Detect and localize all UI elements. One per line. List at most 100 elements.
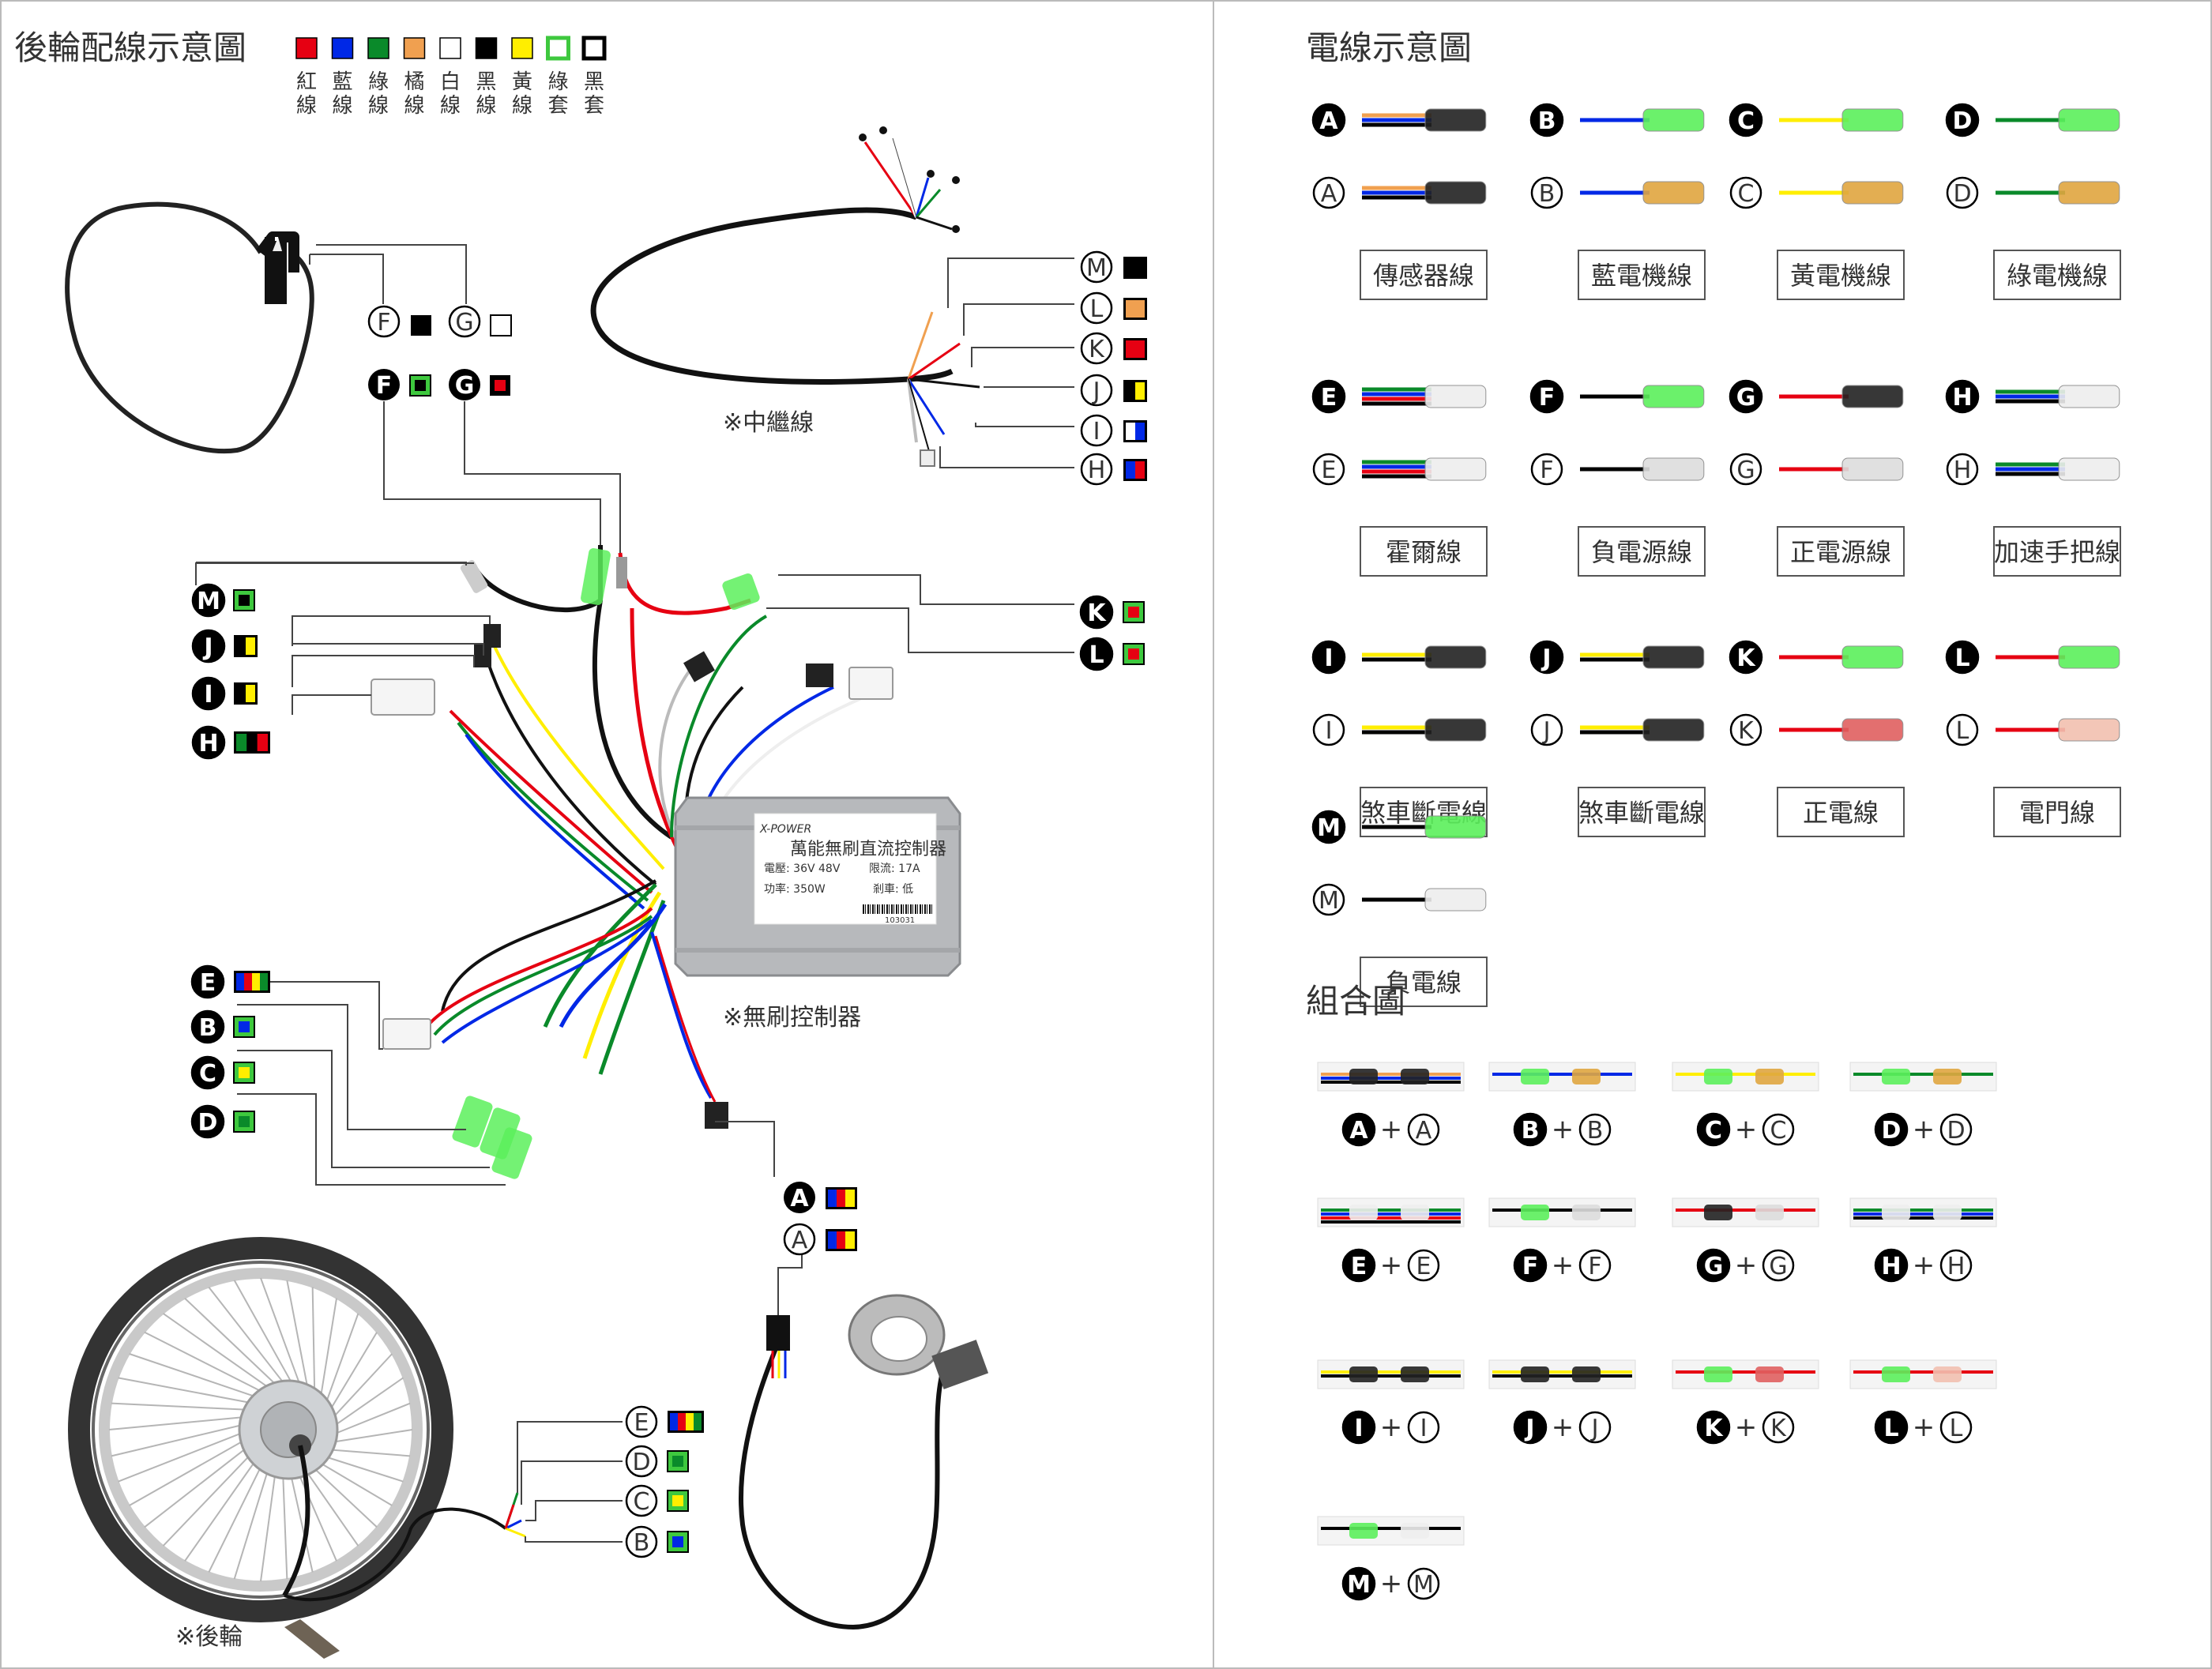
plus-sign: + xyxy=(1735,1114,1758,1145)
plus-sign: + xyxy=(1552,1114,1574,1145)
combo-item: C+C xyxy=(1672,1062,1819,1147)
wire-name-box: 加速手把線 xyxy=(1993,526,2121,577)
legend-label-top: 橘 xyxy=(404,70,424,94)
color-swatch xyxy=(1123,380,1147,402)
letter-D: D xyxy=(1953,107,1973,135)
combo-photo xyxy=(1488,1062,1636,1092)
letter-badge-L-filled: L xyxy=(1945,640,1980,675)
spoke xyxy=(111,1402,250,1411)
letter-I: I xyxy=(204,681,213,709)
letter-G: G xyxy=(1704,1253,1724,1280)
letter-H: H xyxy=(1088,457,1106,484)
letter-K: K xyxy=(1770,1415,1787,1442)
wire-name-box: 電門線 xyxy=(1993,787,2121,837)
relay-cable-illustration xyxy=(590,126,980,467)
legend-label-top: 黃 xyxy=(512,70,532,94)
plus-sign: + xyxy=(1552,1250,1574,1281)
wire-name-box: 正電源線 xyxy=(1777,526,1905,577)
letter-L: L xyxy=(1883,1415,1898,1442)
letter-badge-I-filled: I xyxy=(1311,640,1346,675)
swatch-A-filled xyxy=(826,1187,857,1209)
letter-badge-J-filled: J xyxy=(1529,640,1564,675)
combo-item: M+M xyxy=(1317,1516,1465,1601)
spoke xyxy=(331,1402,411,1436)
plus-sign: + xyxy=(1380,1412,1403,1443)
combo-item: H+H xyxy=(1849,1197,1997,1283)
letter-badge-G-filled: G xyxy=(1729,379,1763,414)
letter-G: G xyxy=(1736,384,1756,412)
wire-name: 加速手把線 xyxy=(1994,537,2120,567)
letter-M: M xyxy=(1319,887,1339,915)
letter-badge-M-outline: M xyxy=(1312,883,1345,916)
wire-name-box: 煞車斷電線 xyxy=(1578,787,1706,837)
letter-F: F xyxy=(1522,1253,1539,1280)
letter-M: M xyxy=(1317,814,1341,842)
letter-D: D xyxy=(1947,1117,1965,1145)
letter-badge-J-outline: J xyxy=(1080,374,1113,407)
letter-F: F xyxy=(1539,384,1556,412)
spoke xyxy=(184,1458,258,1562)
letter-H: H xyxy=(198,730,218,757)
legend-label-bottom: 線 xyxy=(332,94,352,118)
letter-L: L xyxy=(1956,717,1969,745)
letter-E: E xyxy=(200,969,216,997)
wire-name: 傳感器線 xyxy=(1373,261,1474,291)
letter-badge-D-outline: D xyxy=(625,1445,658,1478)
wire-photo xyxy=(1362,108,1487,132)
letter-badge-I-outline: I xyxy=(1080,414,1113,447)
letter-B: B xyxy=(199,1014,217,1042)
controller-serial: 103031 xyxy=(885,916,915,925)
wire-photo xyxy=(1996,108,2120,132)
plus-sign: + xyxy=(1913,1412,1936,1443)
spoke xyxy=(129,1438,246,1506)
wheel-caption: ※後輪 xyxy=(175,1623,243,1651)
wire-photo xyxy=(1779,385,1904,408)
rear-wheel-illustration xyxy=(68,1237,526,1659)
letter-badge-B-outline: B xyxy=(1530,176,1563,209)
legend-swatch xyxy=(439,37,461,59)
wire-photo xyxy=(1580,181,1705,205)
letter-E: E xyxy=(1322,457,1337,484)
spoke xyxy=(233,1468,269,1580)
letter-badge-E-outline: E xyxy=(625,1405,658,1438)
letter-badge-A-outline: A xyxy=(1407,1113,1440,1146)
wire-photo xyxy=(1362,181,1487,205)
plus-sign: + xyxy=(1552,1412,1574,1443)
letter-E: E xyxy=(634,1409,649,1437)
combo-item: F+F xyxy=(1488,1197,1636,1283)
letter-badge-K-outline: K xyxy=(1762,1411,1795,1444)
letter-D: D xyxy=(632,1449,650,1476)
letter-badge-B-filled: B xyxy=(1513,1112,1548,1147)
combo-photo xyxy=(1672,1197,1819,1227)
letter-badge-I-outline: I xyxy=(1407,1411,1440,1444)
letter-badge-A-filled: A xyxy=(1341,1112,1376,1147)
letter-badge-F-outline: F xyxy=(1530,453,1563,486)
letter-J: J xyxy=(1590,1415,1599,1442)
wire-name: 黃電機線 xyxy=(1790,261,1891,291)
legend-swatch xyxy=(511,37,533,59)
letter-K: K xyxy=(1704,1415,1724,1442)
controller-name: 萬能無刷直流控制器 xyxy=(790,840,946,859)
legend-label-top: 紅 xyxy=(296,70,317,94)
letter-I: I xyxy=(1326,717,1333,745)
wire-photo xyxy=(1996,181,2120,205)
letter-badge-H-outline: H xyxy=(1939,1249,1973,1282)
wire-photo-grid: AA傳感器線BB藍電機線CC黃電機線DD綠電機線EE霍爾線FF負電源線GG正電源… xyxy=(1311,103,2121,1007)
controller-brand: X-POWER xyxy=(759,823,811,836)
letter-badge-M-filled: M xyxy=(1311,810,1346,844)
letter-badge-D-outline: D xyxy=(1946,176,1979,209)
wire-photo xyxy=(1996,645,2120,669)
wire-name-box: 負電源線 xyxy=(1578,526,1706,577)
letter-badge-M-filled: M xyxy=(1341,1566,1376,1601)
spoke xyxy=(311,1287,316,1396)
spoke xyxy=(208,1286,288,1387)
color-swatch xyxy=(1123,298,1147,320)
letter-B: B xyxy=(1539,180,1556,208)
spoke xyxy=(118,1430,246,1483)
color-swatch xyxy=(234,682,258,705)
spoke xyxy=(111,1423,246,1457)
legend-label-bottom: 線 xyxy=(512,94,532,118)
